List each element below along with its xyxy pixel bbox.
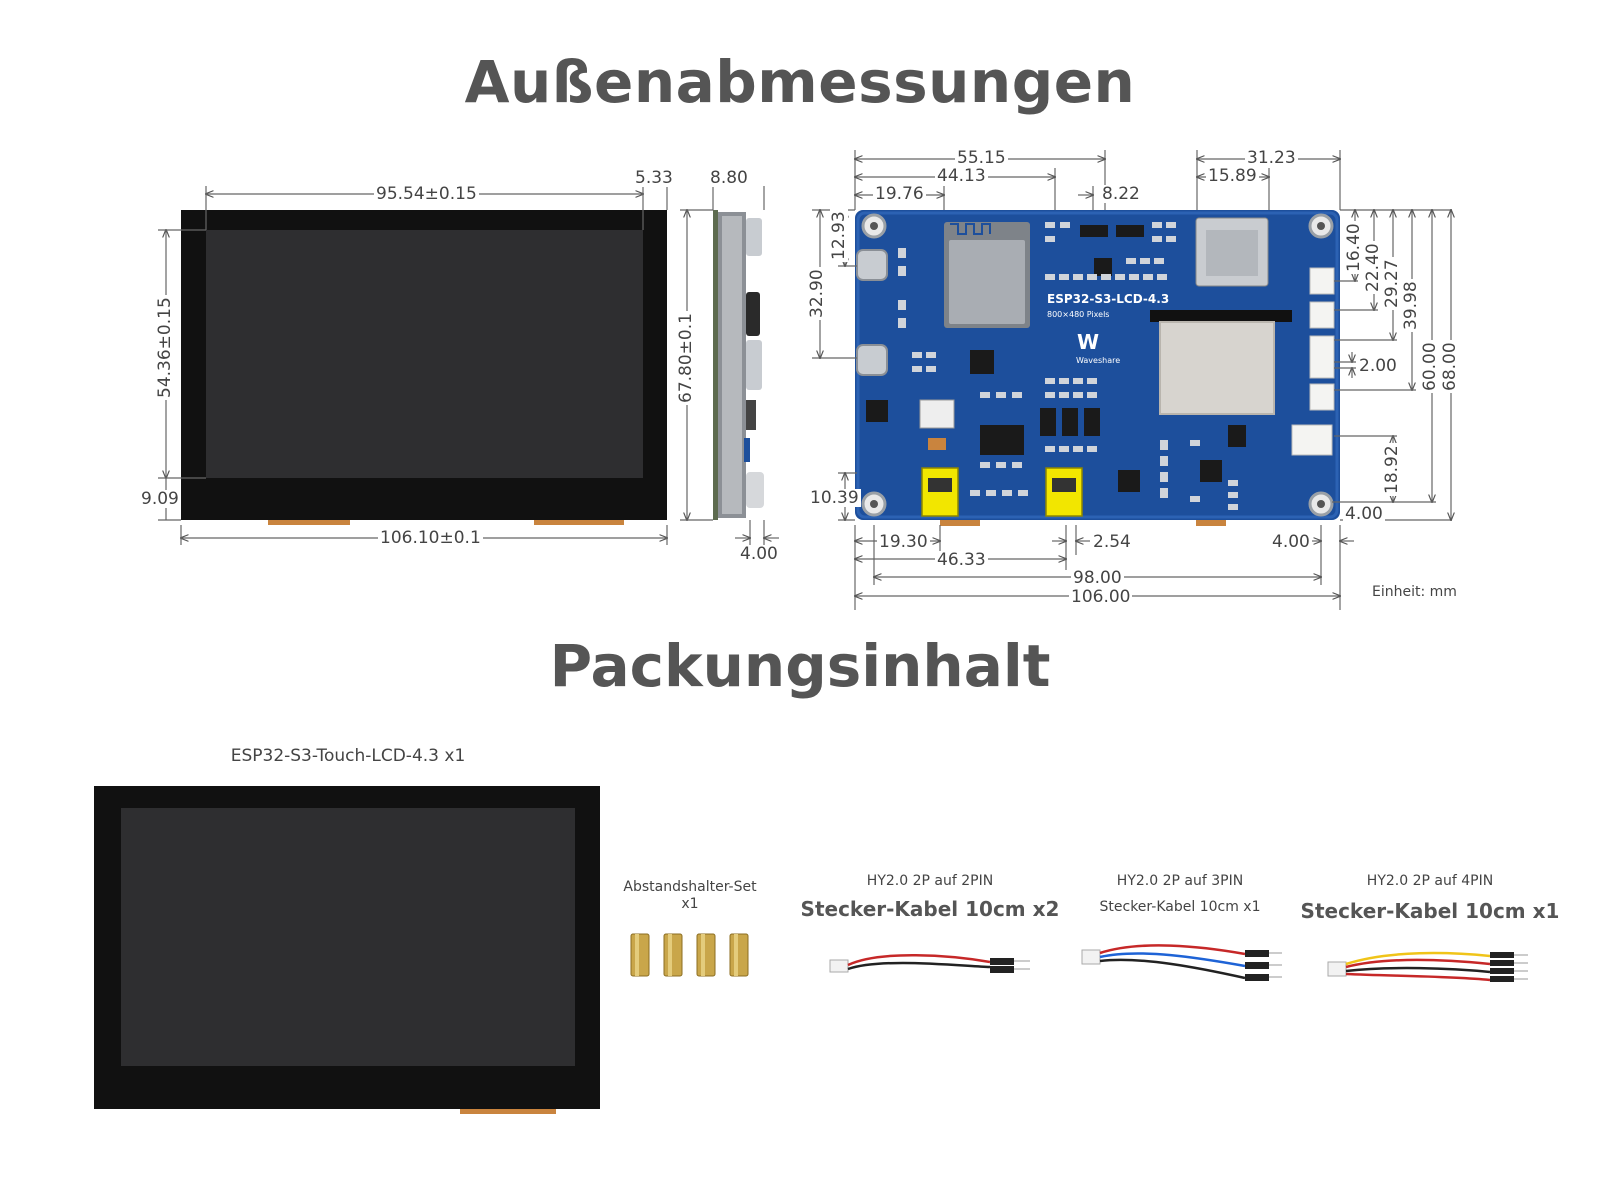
dim-side-height-total: 67.80±0.1 — [676, 311, 696, 405]
dim-pcb-right-7: 18.92 — [1382, 443, 1402, 496]
dim-side-bottom: 4.00 — [738, 544, 780, 564]
dim-pcb-right-2: 29.27 — [1382, 257, 1402, 310]
pcb-board-label: ESP32-S3-LCD-4.3 — [1047, 292, 1170, 306]
contents-title: Packungsinhalt — [549, 632, 1051, 700]
dim-pcb-bottom-3: 4.00 — [1270, 532, 1312, 552]
dim-front-width-active: 95.54±0.15 — [374, 184, 479, 204]
dim-pcb-right-4: 60.00 — [1420, 340, 1440, 393]
front-display — [181, 210, 667, 525]
dim-side-thickness: 8.80 — [708, 168, 750, 188]
dim-front-bottom-offset: 9.09 — [139, 489, 181, 509]
unit-label: Einheit: mm — [1372, 584, 1457, 600]
dim-pcb-left-1: 32.90 — [807, 267, 827, 320]
cable3-big-label: Stecker-Kabel 10cm x1 — [1300, 899, 1560, 923]
dim-front-height-active: 54.36±0.15 — [155, 295, 175, 400]
pcb-board — [855, 210, 1340, 526]
dim-pcb-top-4: 31.23 — [1245, 148, 1298, 168]
dim-pcb-top-2: 19.76 — [873, 184, 926, 204]
cable-4pin — [1327, 951, 1528, 982]
front-active-area — [206, 230, 643, 478]
dim-pcb-bottom-0: 19.30 — [877, 532, 930, 552]
dim-pcb-top-1: 44.13 — [935, 166, 988, 186]
spacer-set — [630, 933, 749, 977]
dim-pcb-right-6: 2.00 — [1357, 356, 1399, 376]
dim-pcb-right-0: 16.40 — [1344, 221, 1364, 274]
dim-front-width-total: 106.10±0.1 — [378, 528, 483, 548]
cable2-small-label: HY2.0 2P auf 3PIN — [1116, 873, 1244, 889]
dim-pcb-left-0: 12.93 — [829, 209, 849, 262]
dim-pcb-top-0: 55.15 — [955, 148, 1008, 168]
dim-pcb-right-5: 68.00 — [1440, 340, 1460, 393]
spacer-label-line1: Abstandshalter-Set — [623, 879, 757, 895]
dim-pcb-top-5: 15.89 — [1206, 166, 1259, 186]
spacer-label-line2: x1 — [681, 896, 699, 912]
dim-pcb-bottom-5: 106.00 — [1069, 587, 1133, 607]
dim-pcb-bottom-4: 98.00 — [1071, 568, 1124, 588]
dim-pcb-right-3: 39.98 — [1401, 279, 1421, 332]
cable1-big-label: Stecker-Kabel 10cm x2 — [800, 897, 1060, 921]
dim-front-offset-right: 5.33 — [633, 168, 675, 188]
cable1-small-label: HY2.0 2P auf 2PIN — [866, 873, 994, 889]
waveshare-logo-icon: W — [1077, 330, 1100, 354]
cable2-big-label: Stecker-Kabel 10cm x1 — [1099, 899, 1261, 915]
side-view — [713, 210, 764, 520]
package-display — [94, 786, 600, 1114]
dim-pcb-right-1: 22.40 — [1363, 241, 1383, 294]
dim-pcb-left-2: 10.39 — [808, 488, 861, 508]
pcb-brand: Waveshare — [1076, 356, 1121, 365]
cable-2pin — [829, 953, 1030, 973]
dim-pcb-bottom-1: 46.33 — [935, 550, 988, 570]
display-item-label: ESP32-S3-Touch-LCD-4.3 x1 — [230, 746, 466, 766]
cable-3pin — [1081, 944, 1282, 981]
dim-pcb-right-8: 4.00 — [1343, 504, 1385, 524]
cable3-small-label: HY2.0 2P auf 4PIN — [1366, 873, 1494, 889]
dim-pcb-bottom-2: 2.54 — [1091, 532, 1133, 552]
dim-pcb-top-3: 8.22 — [1100, 184, 1142, 204]
pcb-board-sublabel: 800×480 Pixels — [1047, 310, 1110, 319]
dimensions-title: Außenabmessungen — [464, 48, 1136, 116]
